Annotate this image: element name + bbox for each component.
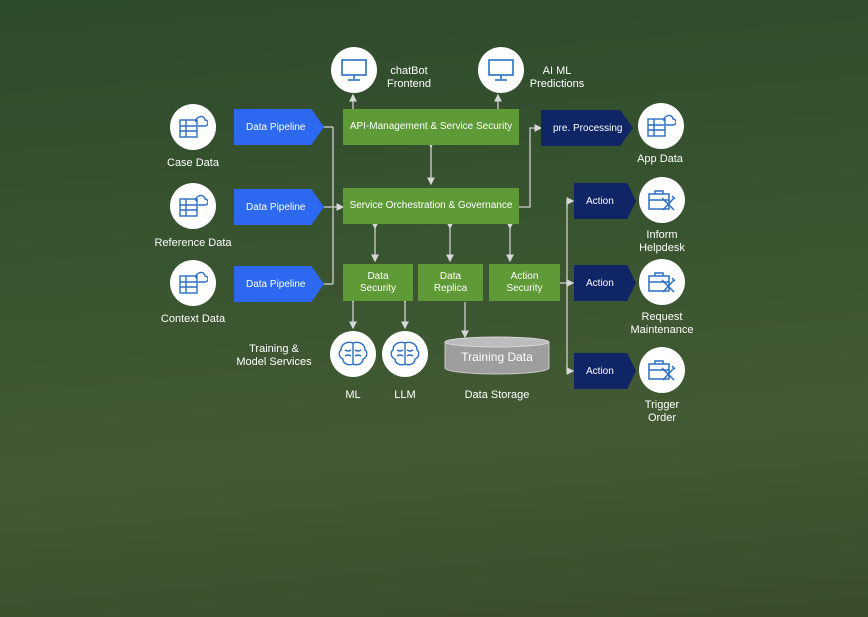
context-data-node (170, 260, 216, 306)
request-maintenance-node (639, 259, 685, 305)
trigger-order-label: Trigger Order (644, 399, 680, 424)
database-cloud-icon (179, 194, 208, 217)
reference-data-node (170, 183, 216, 229)
api-management-box: API-Management & Service Security (343, 109, 519, 145)
data-security-box: Data Security (343, 264, 413, 301)
ml-label: ML (345, 389, 361, 401)
case-data-label: Case Data (167, 157, 219, 169)
toolbox-icon (648, 272, 676, 293)
database-cloud-icon (647, 114, 676, 137)
context-data-label: Context Data (160, 313, 226, 325)
training-services-title: Training & Model Services (236, 343, 312, 368)
training-data-cylinder (444, 336, 550, 375)
case-data-node (170, 104, 216, 150)
request-maintenance-label: Request Maintenance (630, 311, 694, 336)
inform-helpdesk-label: Inform Helpdesk (639, 229, 685, 254)
brain-icon (390, 341, 420, 366)
toolbox-icon (648, 360, 676, 381)
chatbot-frontend-label: chatBot Frontend (386, 65, 432, 90)
action-arrow-2: Action (574, 265, 636, 301)
action-arrow-1: Action (574, 183, 636, 219)
ai-ml-predictions-node (478, 47, 524, 93)
data-pipeline-3: Data Pipeline (234, 266, 324, 302)
app-data-label: App Data (637, 153, 683, 165)
pre-processing-arrow: pre. Processing (541, 110, 633, 146)
trigger-order-node (639, 347, 685, 393)
data-replica-box: Data Replica (418, 264, 483, 301)
monitor-icon (341, 59, 367, 81)
database-cloud-icon (179, 115, 208, 138)
app-data-node (638, 103, 684, 149)
monitor-icon (488, 59, 514, 81)
ai-ml-predictions-label: AI ML Predictions (529, 65, 585, 90)
llm-model-node (382, 331, 428, 377)
action-arrow-3: Action (574, 353, 636, 389)
data-pipeline-1: Data Pipeline (234, 109, 324, 145)
inform-helpdesk-node (639, 177, 685, 223)
service-orchestration-box: Service Orchestration & Governance (343, 188, 519, 224)
reference-data-label: Reference Data (154, 237, 232, 249)
training-data-label: Training Data (461, 350, 533, 364)
brain-icon (338, 341, 368, 366)
data-pipeline-2: Data Pipeline (234, 189, 324, 225)
toolbox-icon (648, 190, 676, 211)
database-cloud-icon (179, 271, 208, 294)
ml-model-node (330, 331, 376, 377)
action-security-box: Action Security (489, 264, 560, 301)
chatbot-frontend-node (331, 47, 377, 93)
llm-label: LLM (394, 389, 416, 401)
data-storage-label: Data Storage (464, 389, 530, 401)
